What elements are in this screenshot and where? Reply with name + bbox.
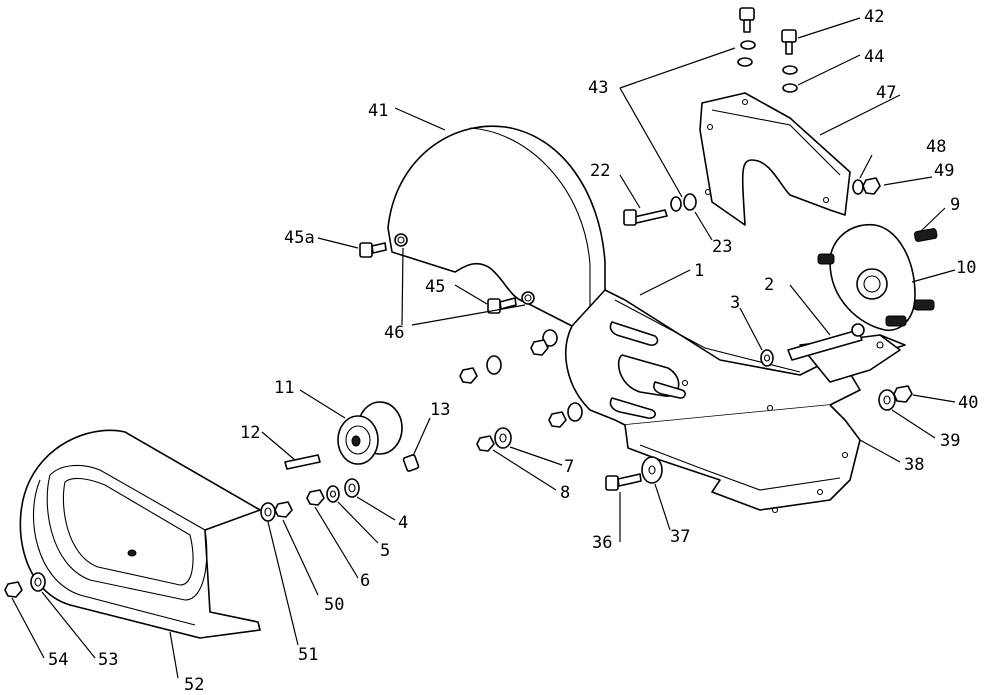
callout-45a: 45a: [284, 228, 315, 248]
callout-10: 10: [956, 258, 976, 278]
hardware: [4, 7, 913, 598]
callout-44: 44: [864, 47, 884, 67]
callout-36: 36: [592, 533, 612, 553]
callout-labels: 1 2 3 4 5 6 7 8 9 10 11 12 13 22 23 36 3…: [48, 7, 978, 695]
callout-6: 6: [360, 571, 370, 591]
callout-53: 53: [98, 650, 118, 670]
key: [284, 454, 321, 470]
blade-guard: [387, 125, 606, 327]
bracket-plate: [699, 92, 851, 226]
callout-7: 7: [564, 457, 574, 477]
callout-22: 22: [590, 161, 610, 181]
callout-1: 1: [694, 261, 704, 281]
callout-43: 43: [588, 78, 608, 98]
callout-23: 23: [712, 237, 732, 257]
leader-lines: [11, 17, 956, 679]
callout-2: 2: [764, 275, 774, 295]
callout-50: 50: [324, 595, 344, 615]
callout-3: 3: [730, 293, 740, 313]
callout-48: 48: [926, 137, 946, 157]
callout-4: 4: [398, 513, 408, 533]
callout-51: 51: [298, 645, 318, 665]
pulley: [337, 401, 403, 465]
callout-8: 8: [560, 483, 570, 503]
callout-5: 5: [380, 541, 390, 561]
callout-49: 49: [934, 161, 954, 181]
main-frame: [565, 289, 906, 514]
callout-37: 37: [670, 527, 690, 547]
callout-42: 42: [864, 7, 884, 27]
callout-46: 46: [384, 323, 404, 343]
callout-9: 9: [950, 195, 960, 215]
callout-54: 54: [48, 650, 68, 670]
shaft: [787, 323, 865, 361]
callout-11: 11: [274, 378, 294, 398]
callout-41: 41: [368, 101, 388, 121]
callout-52: 52: [184, 675, 204, 695]
set-screw: [402, 454, 420, 472]
callout-40: 40: [958, 393, 978, 413]
bearing-plate: [817, 223, 938, 331]
callout-45: 45: [425, 277, 445, 297]
callout-13: 13: [430, 400, 450, 420]
belt-cover: [19, 429, 261, 639]
callout-39: 39: [940, 431, 960, 451]
callout-12: 12: [240, 423, 260, 443]
callout-38: 38: [904, 455, 924, 475]
callout-47: 47: [876, 83, 896, 103]
